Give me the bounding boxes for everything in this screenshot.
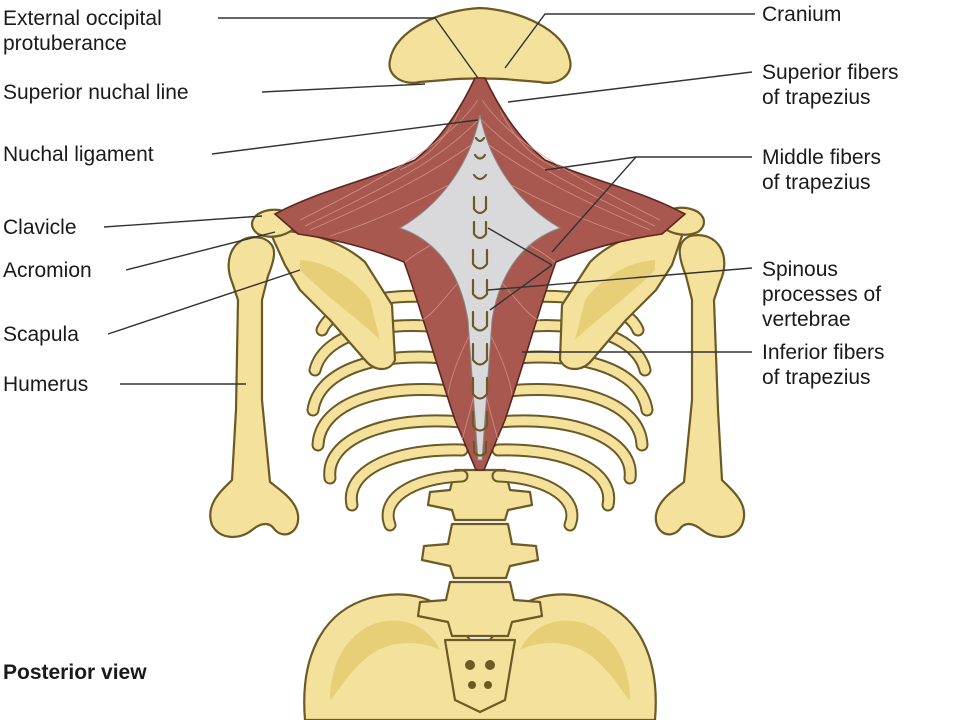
- spinous-processes: [471, 136, 489, 457]
- left-humerus: [209, 236, 300, 538]
- label-superior-nuchal-line: Superior nuchal line: [3, 81, 189, 104]
- label-line: Middle fibers: [762, 146, 882, 169]
- label-line: vertebrae: [762, 308, 851, 331]
- label-acromion: Acromion: [3, 259, 92, 282]
- view-caption: Posterior view: [3, 661, 147, 684]
- lumbar-spine: [416, 468, 544, 638]
- label-humerus: Humerus: [3, 373, 89, 396]
- label-middle-fibers-of-trapezius: Middle fibers of trapezius: [762, 145, 881, 195]
- right-scapula: [558, 206, 706, 371]
- pelvis: [303, 593, 657, 720]
- label-line: Spinous: [762, 258, 838, 281]
- label-line: Superior fibers: [762, 61, 899, 84]
- leader-nuchal-ligament: [211, 119, 479, 155]
- trapezius-fibers: [299, 99, 661, 441]
- leader-spinous-c: [489, 264, 553, 311]
- label-nuchal-ligament: Nuchal ligament: [3, 143, 154, 166]
- leader-acromion: [125, 231, 276, 271]
- leader-clavicle: [103, 215, 263, 228]
- trapezius-aponeurosis: [398, 114, 562, 461]
- label-line: Inferior fibers: [762, 341, 885, 364]
- right-humerus: [654, 234, 746, 538]
- label-scapula: Scapula: [3, 323, 79, 346]
- leader-superior-nuchal: [261, 83, 426, 93]
- leader-superior-fibers: [507, 71, 753, 103]
- label-line: of trapezius: [762, 366, 871, 389]
- label-external-occipital-protuberance: External occipital protuberance: [3, 6, 162, 56]
- leader-lines: [103, 13, 755, 385]
- leader-spinous-b: [487, 227, 553, 266]
- label-line: protuberance: [3, 32, 127, 55]
- leader-spinous-a: [487, 267, 753, 291]
- leader-scapula: [107, 269, 301, 335]
- leader-middle-fibers-a: [544, 156, 752, 171]
- leader-external-occipital: [218, 17, 479, 79]
- label-clavicle: Clavicle: [3, 216, 77, 239]
- leader-middle-fibers-b: [551, 156, 637, 253]
- trapezius-muscle: [273, 77, 687, 471]
- label-line: External occipital: [3, 7, 162, 30]
- label-spinous-processes-of-vertebrae: Spinous processes of vertebrae: [762, 257, 881, 332]
- leader-cranium: [504, 13, 755, 69]
- label-line: processes of: [762, 283, 882, 306]
- label-line: of trapezius: [762, 171, 871, 194]
- label-superior-fibers-of-trapezius: Superior fibers of trapezius: [762, 60, 899, 110]
- label-inferior-fibers-of-trapezius: Inferior fibers of trapezius: [762, 340, 885, 390]
- cranium: [388, 6, 572, 84]
- label-line: of trapezius: [762, 86, 871, 109]
- label-cranium: Cranium: [762, 3, 842, 26]
